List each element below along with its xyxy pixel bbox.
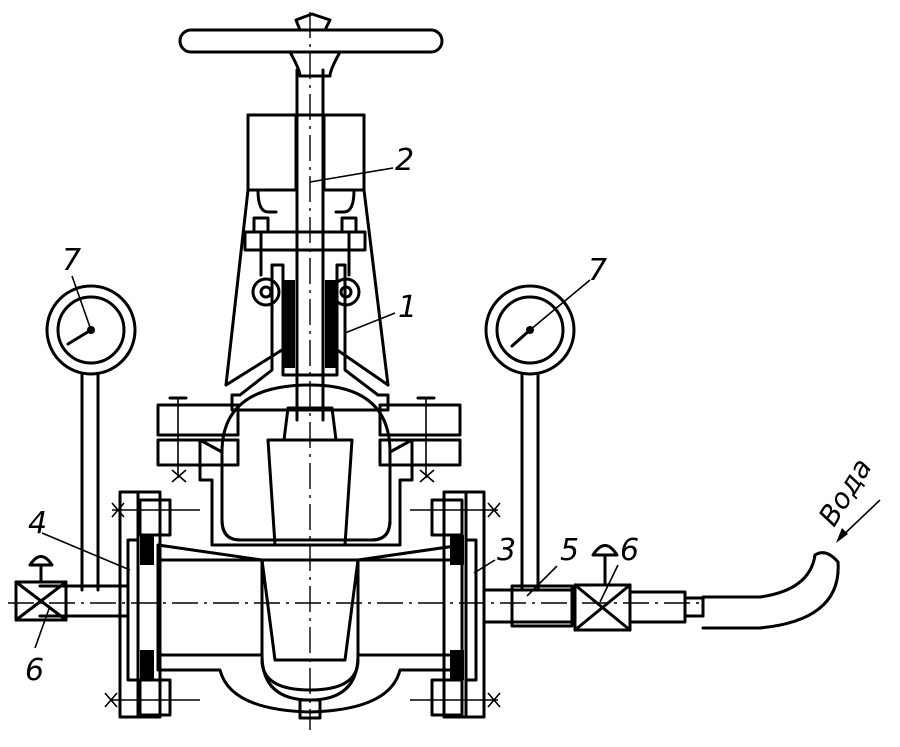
- body-upper-flanges: [156, 396, 462, 483]
- callout-1: 1: [398, 290, 417, 325]
- callout-2: 2: [395, 143, 414, 178]
- blind-plates: [126, 538, 478, 682]
- callout-5: 5: [560, 533, 579, 568]
- valve-chamber: [198, 383, 414, 547]
- left-connection: [14, 555, 130, 622]
- callout-6-right: 6: [620, 533, 639, 568]
- callout-3: 3: [497, 533, 516, 568]
- gauge-right: [484, 284, 576, 592]
- right-flange: [410, 490, 501, 719]
- right-connection: [482, 544, 840, 632]
- leaders: [34, 167, 881, 649]
- bonnet: [224, 263, 390, 412]
- centerlines: [8, 12, 700, 730]
- callout-labels: 2 1 3 4 5 6 6 7 7 Вода: [25, 143, 879, 688]
- callout-7-right: 7: [588, 253, 607, 288]
- callout-7-left: 7: [62, 243, 81, 278]
- yoke-nut: [246, 113, 366, 192]
- gauge-left: [45, 284, 137, 592]
- inlet-label: Вода: [812, 452, 879, 531]
- left-flange: [104, 490, 200, 719]
- handwheel: [178, 12, 444, 78]
- stem: [295, 68, 325, 422]
- callout-4: 4: [28, 506, 47, 541]
- gland-flange: [243, 216, 367, 307]
- callout-6-left: 6: [25, 653, 44, 688]
- yoke: [224, 188, 390, 387]
